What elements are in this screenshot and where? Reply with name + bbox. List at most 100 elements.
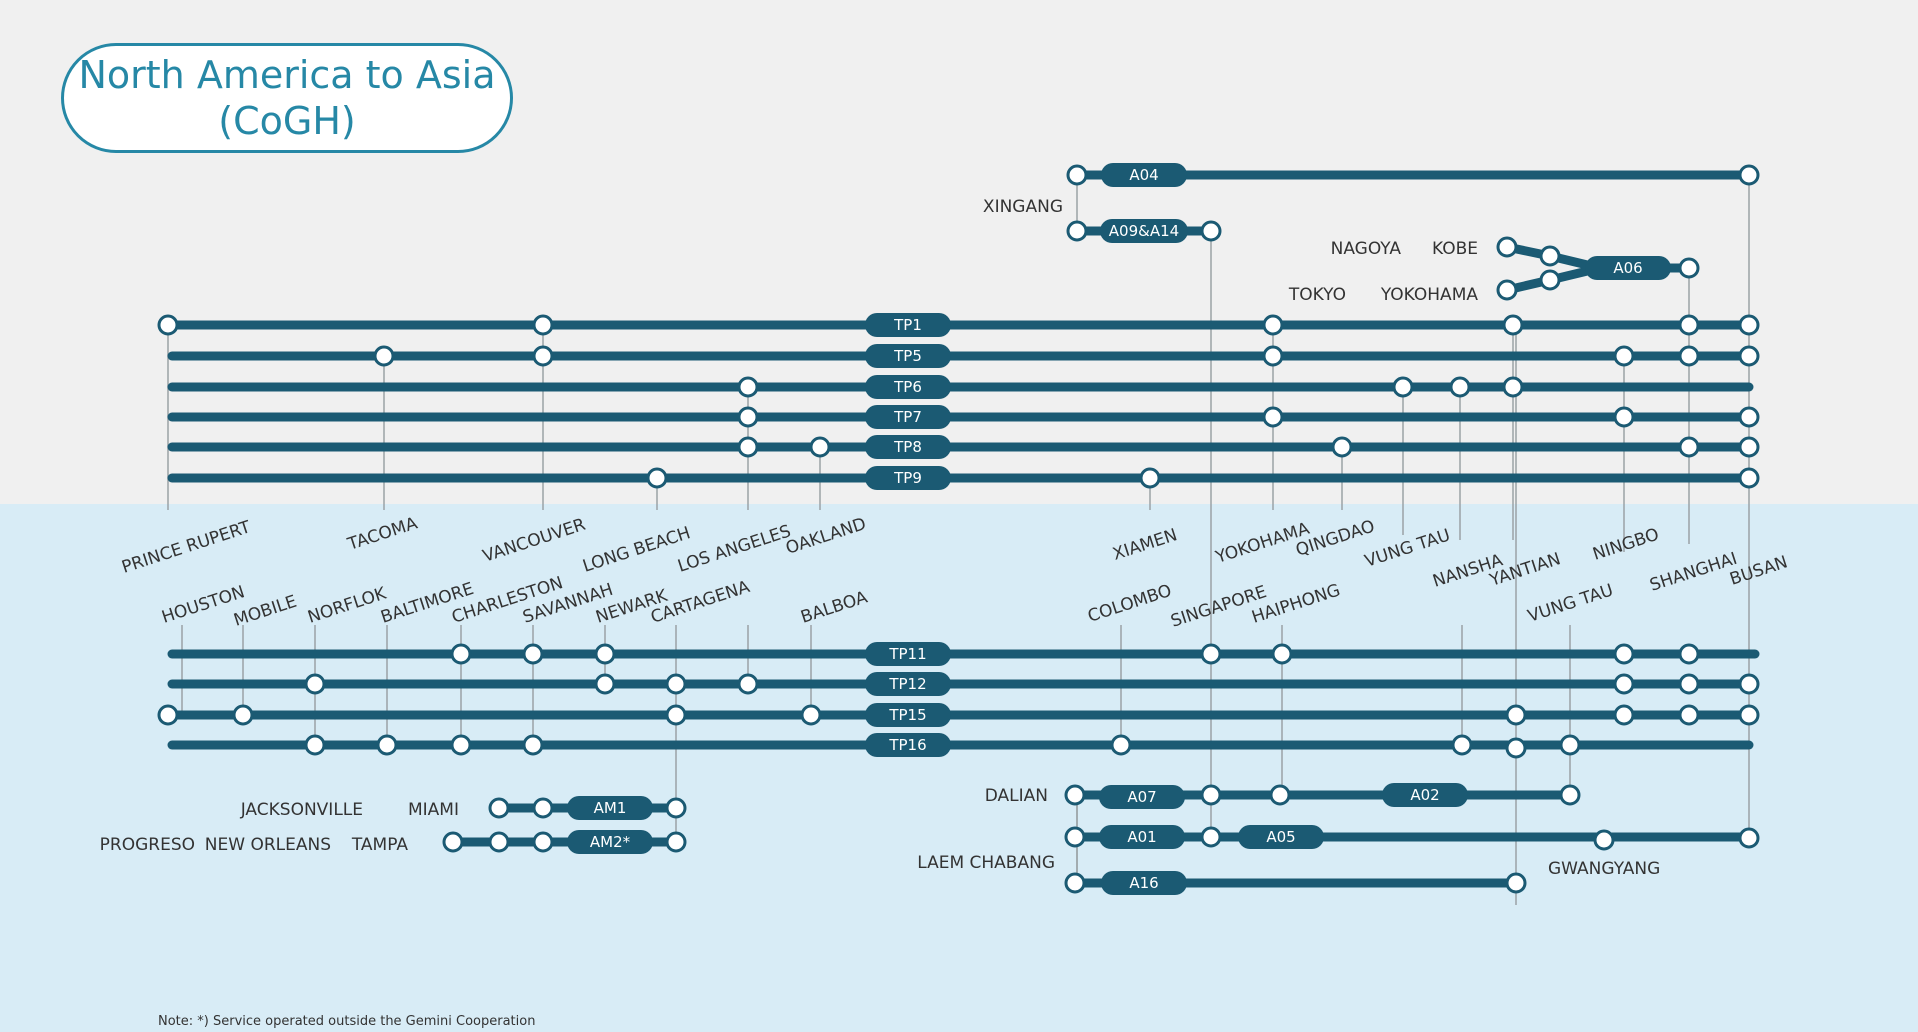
port-stop [1200, 826, 1222, 848]
port-stop [532, 797, 554, 819]
service-label-a09: A09&A14 [1109, 222, 1179, 240]
port-stop [1331, 436, 1353, 458]
service-badge-tp8 [865, 435, 951, 459]
port-stop [1262, 345, 1284, 367]
port-stop [1262, 406, 1284, 428]
port-label: MIAMI [408, 800, 459, 820]
service-badge-tp1 [865, 313, 951, 337]
port-stop [304, 673, 326, 695]
port-stop [1738, 673, 1760, 695]
port-stop [1613, 345, 1635, 367]
port-stop [1678, 314, 1700, 336]
port-label: TAMPA [351, 835, 409, 855]
port-stop [1678, 643, 1700, 665]
port-stop [665, 704, 687, 726]
service-label-tp7: TP7 [893, 408, 922, 426]
port-stop [1271, 643, 1293, 665]
service-badge-a02 [1382, 783, 1468, 807]
port-label: YOKOHAMA [1380, 285, 1479, 305]
port-stop [1678, 345, 1700, 367]
port-label: XINGANG [983, 197, 1063, 217]
title-line-2: (CoGH) [218, 99, 356, 143]
service-badge-tp6 [865, 375, 951, 399]
port-stop [1539, 245, 1561, 267]
port-stop [1064, 784, 1086, 806]
port-label: JACKSONVILLE [240, 800, 363, 820]
port-stop [1200, 220, 1222, 242]
port-stop [1559, 734, 1581, 756]
port-stop [1738, 467, 1760, 489]
service-badge-tp11 [865, 642, 951, 666]
service-badge-tp5 [865, 344, 951, 368]
port-stop [1139, 467, 1161, 489]
port-stop [1738, 436, 1760, 458]
service-badge-am2 [567, 830, 653, 854]
port-stop [304, 734, 326, 756]
port-stop [450, 643, 472, 665]
service-badge-a01 [1099, 825, 1185, 849]
service-badge-tp12 [865, 672, 951, 696]
port-stop [665, 831, 687, 853]
port-stop [800, 704, 822, 726]
service-label-tp8: TP8 [893, 438, 922, 456]
port-stop [232, 704, 254, 726]
service-badge-a07 [1099, 785, 1185, 809]
port-stop [522, 734, 544, 756]
service-label-a07: A07 [1127, 788, 1156, 806]
port-stop [1678, 436, 1700, 458]
port-stop [737, 376, 759, 398]
port-stop [1738, 345, 1760, 367]
port-stop [1505, 872, 1527, 894]
port-label: NEW ORLEANS [205, 835, 331, 855]
port-stop [1738, 164, 1760, 186]
service-label-tp16: TP16 [888, 736, 926, 754]
service-label-tp15: TP15 [888, 706, 926, 724]
port-stop [157, 314, 179, 336]
port-stop [1451, 734, 1473, 756]
service-badge-tp15 [865, 703, 951, 727]
service-label-tp1: TP1 [893, 316, 922, 334]
service-badge-tp7 [865, 405, 951, 429]
port-stop [1738, 827, 1760, 849]
port-stop [1613, 643, 1635, 665]
badge-layer: TP1TP5TP6TP7TP8TP9TP11TP12TP15TP16A04A09… [567, 163, 1671, 895]
service-badge-a04 [1101, 163, 1187, 187]
line-layer [163, 170, 1760, 888]
service-label-a16: A16 [1129, 874, 1158, 892]
port-stop [737, 436, 759, 458]
port-stop [532, 831, 554, 853]
port-stop [488, 831, 510, 853]
service-label-a01: A01 [1127, 828, 1156, 846]
service-badge-a16 [1101, 871, 1187, 895]
port-stop [442, 831, 464, 853]
port-stop [1392, 376, 1414, 398]
port-stop [594, 643, 616, 665]
port-stop [737, 673, 759, 695]
port-stop [1738, 704, 1760, 726]
port-stop [1449, 376, 1471, 398]
service-label-am1: AM1 [594, 799, 627, 817]
port-stop [1678, 673, 1700, 695]
port-stop [373, 345, 395, 367]
port-stop [1502, 314, 1524, 336]
port-label: TOKYO [1288, 285, 1346, 305]
service-badge-tp16 [865, 733, 951, 757]
port-stop [665, 673, 687, 695]
port-stop [1738, 314, 1760, 336]
service-badge-tp9 [865, 466, 951, 490]
port-stop [376, 734, 398, 756]
port-label: LAEM CHABANG [917, 853, 1055, 873]
service-label-tp5: TP5 [893, 347, 922, 365]
port-stop [1200, 784, 1222, 806]
title-box: North America to Asia (CoGH) [61, 43, 513, 153]
service-label-a05: A05 [1266, 828, 1295, 846]
port-stop [1496, 279, 1518, 301]
service-badge-a05 [1238, 825, 1324, 849]
port-stop [1064, 826, 1086, 848]
port-stop [532, 345, 554, 367]
service-label-a04: A04 [1129, 166, 1158, 184]
port-stop [1678, 704, 1700, 726]
port-stop [1613, 673, 1635, 695]
footnote: Note: *) Service operated outside the Ge… [158, 1014, 536, 1029]
